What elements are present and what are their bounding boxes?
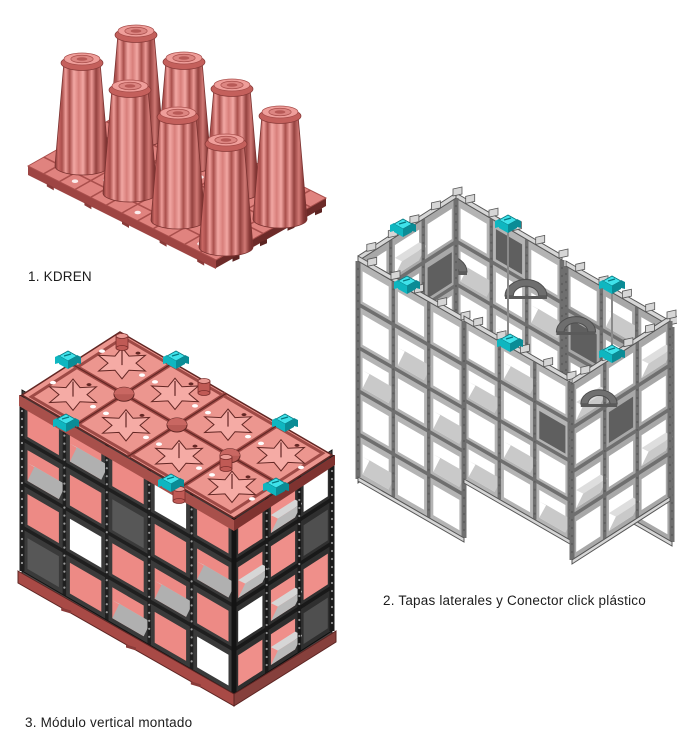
- kdren-label: 1. KDREN: [28, 269, 92, 284]
- click-connector: [599, 275, 625, 294]
- side-covers-connectors-render: [355, 186, 677, 565]
- assembled-module-label: 3. Módulo vertical montado: [25, 715, 193, 730]
- click-connector: [163, 350, 189, 369]
- click-connector: [55, 350, 81, 369]
- click-connector: [53, 413, 79, 432]
- click-connector: [394, 275, 420, 294]
- click-connector: [497, 333, 523, 352]
- click-connector: [158, 473, 184, 492]
- click-connector: [263, 477, 289, 496]
- click-connector: [495, 214, 521, 233]
- kdren-module-render: [26, 24, 328, 269]
- assembled-module-render: [17, 331, 337, 707]
- click-connector: [599, 344, 625, 363]
- click-connector: [390, 218, 416, 237]
- side-covers-label: 2. Tapas laterales y Conector click plás…: [383, 593, 646, 608]
- click-connector: [272, 413, 298, 432]
